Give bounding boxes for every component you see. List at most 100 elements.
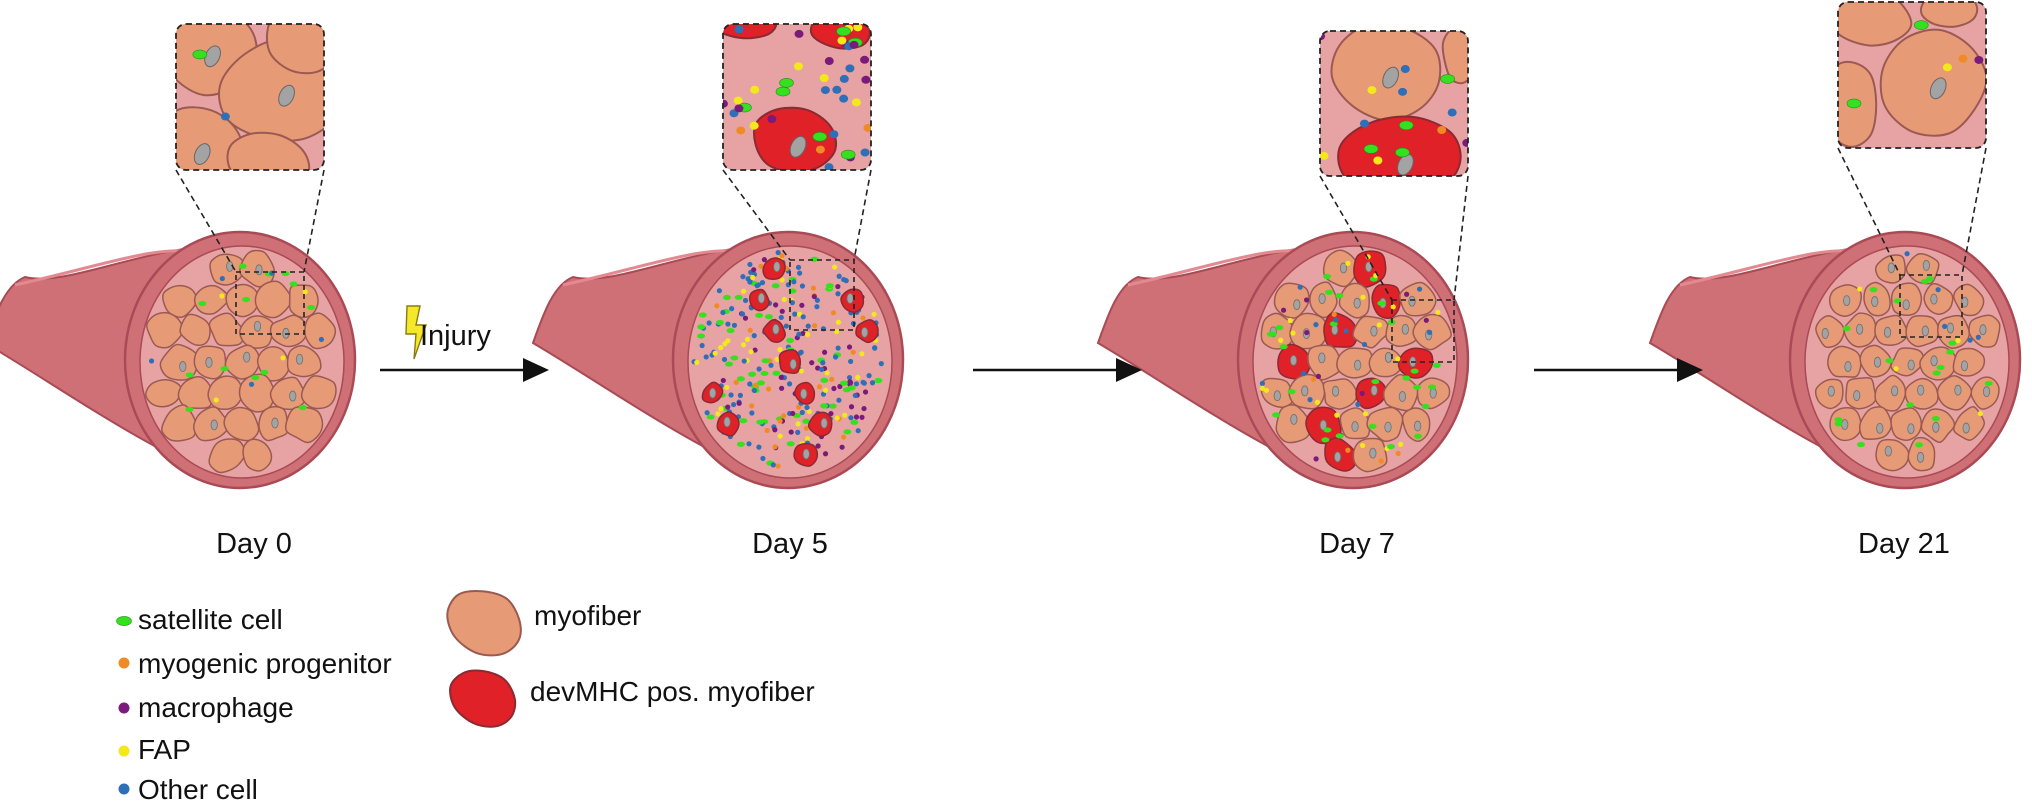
satellite-cell [825,283,834,289]
legend-marker-other-cell [118,783,130,795]
myonucleus [179,361,187,372]
fap-cell [1345,260,1351,266]
myonucleus [1891,385,1899,397]
lightning-bolt-icon [405,305,427,360]
satellite-cell [1869,287,1878,293]
fap-cell [837,36,847,45]
myonucleus [757,292,765,304]
zoom-leader-line [1961,147,1987,276]
satellite-cell [839,380,848,386]
myofiber [1815,314,1845,349]
zoom-inset-contents [1838,2,1986,148]
other-cell [792,311,798,317]
satellite-cell [1414,433,1423,439]
myonucleus [1289,354,1298,366]
satellite-cell [761,358,770,364]
other-cell [318,336,325,343]
arrow-head [1677,358,1703,382]
satellite-cell [1931,416,1940,422]
myonucleus [1979,324,1987,336]
other-cell [1967,337,1973,343]
fap-cell [1314,399,1321,405]
zoom-inset-contents [176,24,324,170]
macrophage [1313,456,1319,462]
satellite-cell [238,263,247,269]
myonucleus [846,293,854,304]
satellite-cell [715,319,724,326]
other-cell [799,409,805,416]
satellite-cell [786,441,795,447]
macrophage [821,349,828,355]
satellite-cell [786,337,795,343]
fap-cell [1857,286,1863,292]
satellite-cell [242,296,251,303]
myonucleus [1930,355,1938,367]
myogenic-progenitor [1378,458,1384,464]
macrophage [853,414,860,420]
myonucleus [1954,384,1962,396]
other-cell [725,321,731,327]
other-cell [848,358,854,365]
other-cell [878,361,884,367]
legend-marker-devmhc-myofiber [449,669,517,728]
cross-section-contents [691,249,884,469]
myonucleus [802,448,810,460]
satellite-cell [820,377,829,383]
legend-marker-macrophage [118,702,130,714]
other-cell [783,323,789,329]
zoom-inset-contents [723,24,871,170]
other-cell [740,274,746,280]
satellite-cell [1932,370,1941,376]
zoom-leader-line [722,169,791,261]
myogenic-progenitor [749,403,755,409]
other-cell [843,278,849,284]
fap-cell [712,350,718,356]
satellite-cell [1323,427,1332,433]
satellite-cell [1377,300,1386,306]
other-cell [734,25,744,34]
myogenic-progenitor [733,379,739,385]
other-cell [1361,341,1368,348]
myonucleus [1384,421,1392,433]
macrophage [861,75,871,84]
other-cell [860,148,870,157]
myonucleus [820,417,828,429]
fap-cell [855,374,861,381]
other-cell [800,314,806,320]
satellite-cell [764,314,773,320]
legend-marker-myogenic-progenitor [118,657,130,669]
other-cell [869,380,876,386]
myonucleus [1821,328,1829,339]
myofiber [284,406,324,444]
macrophage [815,365,821,371]
macrophage [860,55,870,64]
satellite-cell [198,300,207,307]
macrophage [1304,329,1310,336]
stage-label-day-7: Day 7 [1319,528,1395,560]
satellite-cell [185,372,194,378]
satellite-cell [722,294,731,301]
myofiber [1827,345,1862,378]
other-cell [799,283,806,289]
other-cell [789,300,795,306]
myogenic-progenitor [815,145,825,154]
macrophage [828,410,834,417]
myonucleus [1353,297,1361,309]
myofiber [161,404,197,442]
satellite-cell [192,49,208,60]
legend-label-devmhc-myofiber: devMHC pos. myofiber [530,676,815,707]
fap-cell [798,368,804,374]
myonucleus [1370,384,1378,396]
myonucleus [789,135,807,158]
myonucleus [1401,323,1409,335]
myogenic-progenitor [1958,54,1968,63]
myonucleus [861,326,869,338]
myofiber [1322,378,1358,410]
myonucleus [800,388,808,400]
fap-cell [1290,330,1296,336]
myonucleus [1331,385,1340,397]
satellite-cell [1984,380,1993,387]
fap-cell [1435,309,1441,315]
fap-cell [1360,442,1366,449]
macrophage [725,404,731,410]
